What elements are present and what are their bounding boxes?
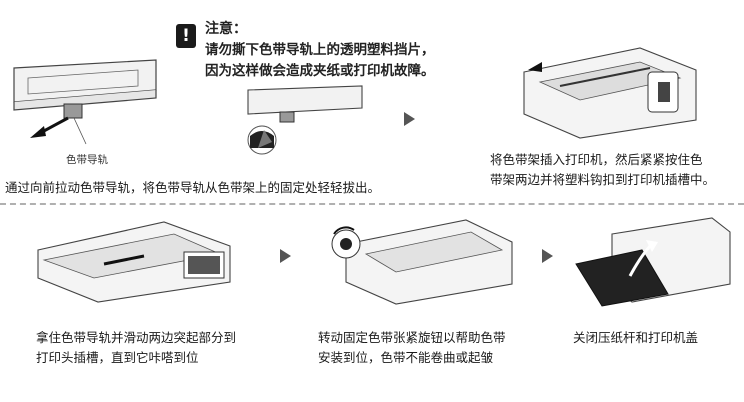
tension-knob-illustration bbox=[331, 219, 513, 305]
step-3-text-line-2: 打印头插槽，直到它咔嗒到位 bbox=[36, 350, 199, 365]
ribbon-guide-detail-illustration bbox=[247, 85, 363, 155]
caution-line-1: 请勿撕下色带导轨上的透明塑料挡片， bbox=[205, 42, 435, 58]
step-4-text-line-1: 转动固定色带张紧旋钮以帮助色带 bbox=[318, 330, 506, 345]
slide-ribbon-guide-illustration bbox=[37, 221, 231, 303]
step-arrow-3 bbox=[542, 249, 553, 263]
section-divider bbox=[0, 203, 744, 205]
ribbon-cartridge-illustration bbox=[13, 59, 157, 145]
step-3-text-line-1: 拿住色带导轨并滑动两边突起部分到 bbox=[36, 330, 237, 345]
step-5-text: 关闭压纸杆和打印机盖 bbox=[573, 330, 699, 345]
step-2-text-line-2: 带架两边并将塑料钩扣到打印机插槽中。 bbox=[490, 172, 716, 187]
step-arrow-2 bbox=[280, 249, 291, 263]
caution-line-2: 因为这样做会造成夹纸或打印机故障。 bbox=[205, 63, 435, 79]
step-2-text-line-1: 将色带架插入打印机，然后紧紧按住色 bbox=[490, 152, 703, 167]
step-1-text: 通过向前拉动色带导轨，将色带导轨从色带架上的固定处轻轻拔出。 bbox=[5, 180, 381, 195]
step-4-text-line-2: 安装到位，色带不能卷曲或起皱 bbox=[318, 350, 494, 365]
ribbon-guide-callout: 色带导轨 bbox=[66, 154, 108, 166]
step-arrow-1 bbox=[404, 112, 415, 126]
caution-title: 注意： bbox=[205, 21, 247, 37]
exclamation-icon: ! bbox=[176, 24, 196, 48]
printer-insert-cartridge-illustration bbox=[523, 47, 697, 139]
close-printer-cover-illustration bbox=[575, 217, 731, 307]
